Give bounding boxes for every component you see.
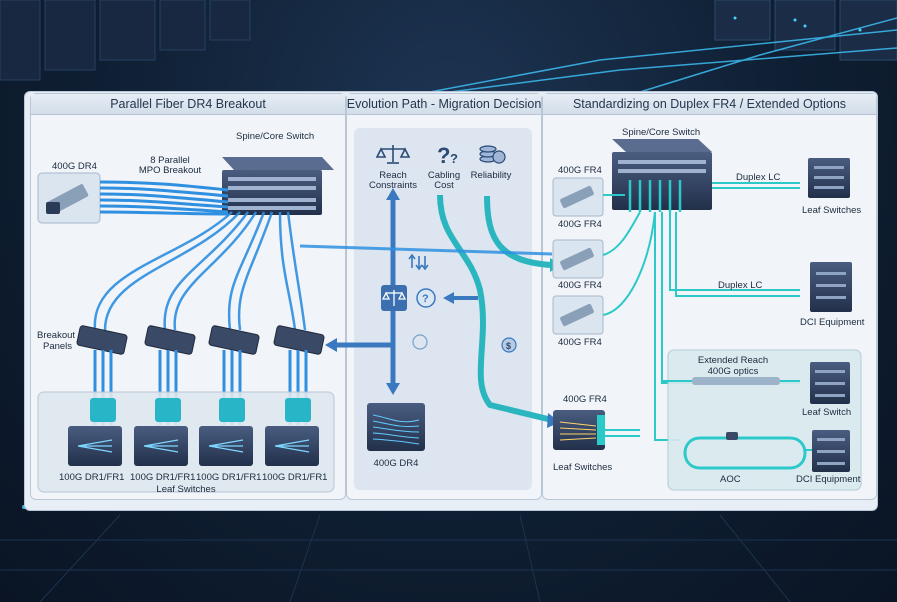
breakout-panels xyxy=(76,325,325,355)
cross-panel-fiber xyxy=(299,244,553,256)
reliability-coins-icon xyxy=(479,145,506,164)
cabling-question-icon: ? ? xyxy=(437,143,458,168)
cost-dollar-icon xyxy=(501,337,517,353)
updown-swap-icon xyxy=(408,253,429,271)
leaf-connectors xyxy=(90,398,311,422)
leaf-label-3: 100G DR1/FR1 xyxy=(196,472,262,483)
refresh-cycle-icon xyxy=(412,334,428,350)
dci-label-1: DCI Equipment xyxy=(800,317,865,328)
lower-leaf-switch-module xyxy=(553,410,640,450)
left-arrow-head xyxy=(325,338,337,352)
breakout-label-line2: Panels xyxy=(43,341,73,352)
glowing-floor-cables xyxy=(429,17,897,93)
question-glyph: ? xyxy=(422,293,429,305)
factor-cabling-line2: Cost xyxy=(434,180,454,191)
right-spine-label: Spine/Core Switch xyxy=(622,127,701,138)
left-spine-label: Spine/Core Switch xyxy=(236,131,315,142)
right-panel-title: Standardizing on Duplex FR4 / Extended O… xyxy=(543,94,876,115)
svg-text:?: ? xyxy=(450,151,458,166)
left-panel-title: Parallel Fiber DR4 Breakout xyxy=(31,94,345,115)
factor-reliability-label: Reliability xyxy=(470,170,512,181)
lower-leaf-label: Leaf Switches xyxy=(553,462,613,473)
dr4-module xyxy=(367,403,425,451)
duplex-lc-label-2: Duplex LC xyxy=(718,280,763,291)
decision-question-icon xyxy=(416,288,436,308)
fr4-fiber-taps xyxy=(628,180,682,212)
reach-scales-icon xyxy=(375,145,411,164)
fr4-label-4: 400G FR4 xyxy=(558,337,602,348)
dci-label-2: DCI Equipment xyxy=(796,474,861,485)
aoc-loop-cable xyxy=(683,436,807,470)
server-racks-left xyxy=(0,0,251,81)
down-arrow-head xyxy=(386,383,400,395)
dr4-transceiver-card xyxy=(37,172,101,224)
duplex-lc-label-1: Duplex LC xyxy=(736,172,781,183)
fanout-fiber-bundle xyxy=(93,211,307,331)
right-device-stacks xyxy=(808,158,852,472)
leaf-label-2: 100G DR1/FR1 xyxy=(130,472,196,483)
leaf-switch-label: Leaf Switch xyxy=(802,407,852,418)
fr4-label-1: 400G FR4 xyxy=(558,165,602,176)
factor-reach-line2: Constraints xyxy=(368,180,418,191)
leaf-label-4: 100G DR1/FR1 xyxy=(262,472,328,483)
up-arrow-head xyxy=(386,188,400,200)
left-leaf-group-label: Leaf Switches xyxy=(156,484,216,495)
aoc-label: AOC xyxy=(720,474,741,485)
svg-text:?: ? xyxy=(437,143,450,168)
factor-cabling-line1: Cabling xyxy=(427,170,461,181)
fr4-duplex-links xyxy=(602,194,656,316)
decision-scales-icon xyxy=(381,290,407,306)
right-leaf-switches-label: Leaf Switches xyxy=(802,205,862,216)
teal-reliability-path xyxy=(484,195,553,268)
mpo-breakout-fibers xyxy=(99,180,229,216)
extended-reach-line1: Extended Reach xyxy=(697,355,769,366)
fr4-transceiver-cards xyxy=(552,177,604,335)
aoc-connector xyxy=(726,432,738,440)
leaf-switch-boxes xyxy=(68,426,319,466)
fr4-label-2: 400G FR4 xyxy=(558,219,602,230)
right-spine-switch xyxy=(612,139,712,210)
extended-reach-line2: 400G optics xyxy=(707,366,759,377)
dollar-glyph: $ xyxy=(506,341,511,351)
teal-migration-path xyxy=(437,194,553,423)
leaf-label-1: 100G DR1/FR1 xyxy=(59,472,125,483)
middle-panel-title: Evolution Path - Migration Decision xyxy=(347,94,541,115)
mpo-label-line1: 8 Parallel xyxy=(150,155,190,166)
rack-led-lights xyxy=(733,16,862,32)
factor-reach-line1: Reach xyxy=(379,170,407,181)
breakout-label-line1: Breakout xyxy=(37,330,76,341)
floor-grid xyxy=(0,514,897,602)
left-spine-switch xyxy=(222,157,334,215)
extended-reach-optic xyxy=(662,377,800,385)
lower-fr4-label: 400G FR4 xyxy=(563,394,607,405)
mpo-label-line2: MPO Breakout xyxy=(138,165,202,176)
question-arrow-head xyxy=(443,292,454,304)
left-transceiver-label: 400G DR4 xyxy=(52,161,97,172)
fr4-label-3: 400G FR4 xyxy=(558,280,602,291)
middle-module-label: 400G DR4 xyxy=(373,458,419,469)
